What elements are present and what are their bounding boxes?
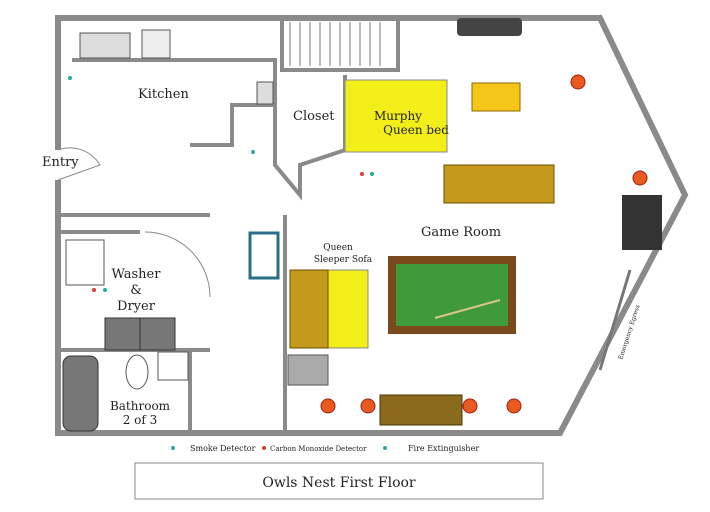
fire-extinguisher-marker xyxy=(383,446,387,450)
entry-door xyxy=(57,147,101,181)
label-bathroom: Bathroom xyxy=(110,399,171,413)
label-game-room: Game Room xyxy=(421,225,501,240)
outer-wall xyxy=(55,15,689,436)
label-queen-bed: Queen bed xyxy=(383,123,449,137)
cabinet xyxy=(622,195,662,250)
label-sleeper-sofa: Sleeper Sofa xyxy=(314,255,373,265)
label-murphy: Murphy xyxy=(374,109,422,123)
legend: Smoke Detector Carbon Monoxide Detector … xyxy=(171,444,479,453)
pool-table-felt xyxy=(396,264,508,326)
label-queen: Queen xyxy=(323,243,353,253)
appliance xyxy=(256,81,274,105)
legend-fire: Fire Extinguisher xyxy=(408,444,479,453)
cue-stick xyxy=(434,299,501,319)
title-box xyxy=(134,462,544,500)
smoke-detector-marker xyxy=(171,446,175,450)
dryer xyxy=(139,317,176,351)
stove xyxy=(141,29,171,59)
chair xyxy=(248,231,280,280)
plan-title: Owls Nest First Floor xyxy=(262,475,416,491)
sleeper-sofa-frame xyxy=(289,269,329,349)
murphy-bed xyxy=(344,79,448,153)
egress-window xyxy=(598,269,632,371)
kitchen-sink xyxy=(79,32,131,59)
detectors xyxy=(68,76,374,292)
label-kitchen: Kitchen xyxy=(138,87,189,102)
kitchen-counter xyxy=(72,58,277,147)
couch xyxy=(379,394,463,426)
counter xyxy=(65,239,105,286)
legend-smoke: Smoke Detector xyxy=(190,444,256,453)
legend-co: Carbon Monoxide Detector xyxy=(270,445,367,453)
stair-wall xyxy=(280,18,400,72)
bathroom-sink xyxy=(157,351,189,381)
label-and: & xyxy=(130,283,142,298)
stairs xyxy=(289,22,381,66)
washer xyxy=(104,317,141,351)
sofa xyxy=(443,164,555,204)
door-swing xyxy=(144,231,211,298)
bathtub xyxy=(62,355,99,432)
label-closet: Closet xyxy=(293,109,335,124)
tv xyxy=(457,18,522,36)
table xyxy=(471,82,521,112)
co-detector-marker xyxy=(262,446,266,450)
label-dryer: Dryer xyxy=(117,299,156,314)
closet-wall xyxy=(273,70,347,201)
label-washer: Washer xyxy=(112,267,162,282)
label-bath-number: 2 of 3 xyxy=(123,413,158,427)
label-entry: Entry xyxy=(42,155,79,170)
lamps xyxy=(320,74,648,414)
mini-fridge xyxy=(287,354,329,386)
toilet xyxy=(125,354,149,390)
